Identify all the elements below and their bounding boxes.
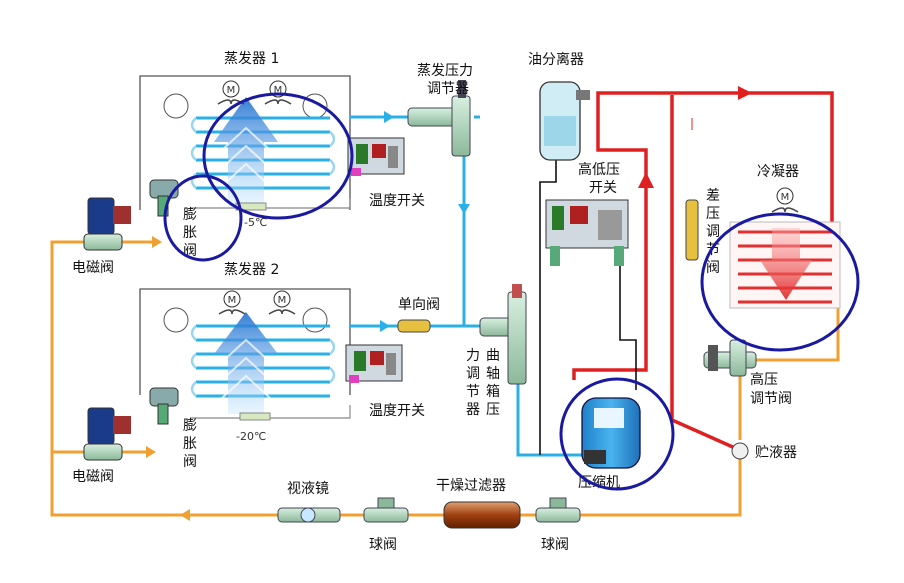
label-evap-pressure-reg-2: 调节器 xyxy=(427,81,469,97)
label-hi-lo-switch-2: 开关 xyxy=(589,180,617,196)
condenser xyxy=(729,221,841,309)
highlight-compressor xyxy=(559,377,675,491)
temperature-switch-1 xyxy=(347,137,405,176)
ball-valve-2 xyxy=(535,497,581,523)
label-crankcase-reg: 力 调 节 器 曲 轴 箱 压 xyxy=(466,348,504,418)
evaporator-2 xyxy=(139,288,351,421)
arrow-discharge-up xyxy=(638,172,654,188)
label-check-valve: 单向阀 xyxy=(398,297,440,313)
label-expansion-valve-1: 膨 胀 阀 xyxy=(183,206,201,259)
arrow-liquid-return xyxy=(180,509,190,521)
label-temp-minus20: -20℃ xyxy=(236,430,266,443)
differential-pressure-valve xyxy=(685,199,699,261)
label-hp-regulating-valve-1: 高压 xyxy=(750,371,778,388)
high-pressure-regulating-valve xyxy=(703,339,757,377)
svg-text:M: M xyxy=(278,295,287,306)
sight-glass xyxy=(277,507,341,523)
highlight-expansion-valve-1 xyxy=(163,174,243,262)
label-temp-switch-2: 温度开关 xyxy=(369,403,425,419)
svg-text:M: M xyxy=(228,295,237,306)
evaporator-2-fan-left: M xyxy=(218,290,246,315)
label-compressor: 压缩机 xyxy=(578,475,620,491)
label-hp-regulating-valve-2: 调节阀 xyxy=(750,391,792,407)
svg-text:M: M xyxy=(227,85,236,96)
label-temp-switch-1: 温度开关 xyxy=(369,193,425,209)
highlight-condenser xyxy=(700,212,860,352)
label-temp-minus5: -5℃ xyxy=(244,216,267,229)
arrow-suction-down xyxy=(458,204,470,214)
label-solenoid-valve-2: 电磁阀 xyxy=(72,469,114,485)
check-valve xyxy=(397,319,431,333)
label-oil-separator: 油分离器 xyxy=(528,51,584,68)
label-ball-valve-2: 球阀 xyxy=(541,537,569,553)
drier-filter xyxy=(443,501,521,529)
evaporator-1-fan-left: M xyxy=(217,80,245,105)
expansion-valve-1 xyxy=(149,179,179,217)
label-receiver: 贮液器 xyxy=(755,445,797,461)
ball-valve-1 xyxy=(363,497,409,523)
evaporator-2-fan-right: M xyxy=(268,290,296,315)
arrow-liquid-evap1 xyxy=(152,236,162,248)
solenoid-valve-2 xyxy=(83,407,131,461)
evaporator-pressure-regulator xyxy=(407,80,471,157)
highlight-evaporator-1 xyxy=(202,92,354,220)
highlight-circles xyxy=(163,92,860,491)
arrow-discharge-right xyxy=(738,86,752,100)
solenoid-valve-1 xyxy=(83,197,131,251)
label-evaporator-1: 蒸发器 1 xyxy=(224,51,279,67)
receiver xyxy=(731,442,749,460)
label-diff-pressure-valve: 差 压 调 节 阀 xyxy=(706,188,724,276)
liquid-line xyxy=(50,240,840,517)
label-solenoid-valve-1: 电磁阀 xyxy=(72,260,114,276)
oil-return-line xyxy=(539,160,637,455)
arrow-liquid-evap2 xyxy=(146,446,156,458)
evaporator-1 xyxy=(139,75,351,211)
label-condenser: 冷凝器 xyxy=(757,164,799,180)
compressor xyxy=(581,397,641,469)
expansion-valve-2 xyxy=(149,387,179,425)
svg-text:M: M xyxy=(274,85,283,96)
arrow-suction-evap2 xyxy=(380,320,390,332)
label-sight-glass: 视液镜 xyxy=(287,481,329,497)
high-low-pressure-switch xyxy=(545,199,629,266)
label-ball-valve-1: 球阀 xyxy=(369,537,397,553)
crankcase-pressure-regulator xyxy=(479,284,527,385)
label-expansion-valve-2: 膨 胀 阀 xyxy=(183,417,201,470)
label-drier-filter: 干燥过滤器 xyxy=(436,478,506,494)
svg-text:M: M xyxy=(781,192,790,203)
oil-separator xyxy=(539,81,590,161)
label-evap-pressure-reg-1: 蒸发压力 xyxy=(417,63,473,79)
label-hi-lo-switch-1: 高低压 xyxy=(578,161,620,178)
label-evaporator-2: 蒸发器 2 xyxy=(224,262,279,278)
condenser-fan: M xyxy=(771,187,799,213)
arrow-suction-evap1 xyxy=(384,111,394,123)
temperature-switch-2 xyxy=(345,344,403,383)
